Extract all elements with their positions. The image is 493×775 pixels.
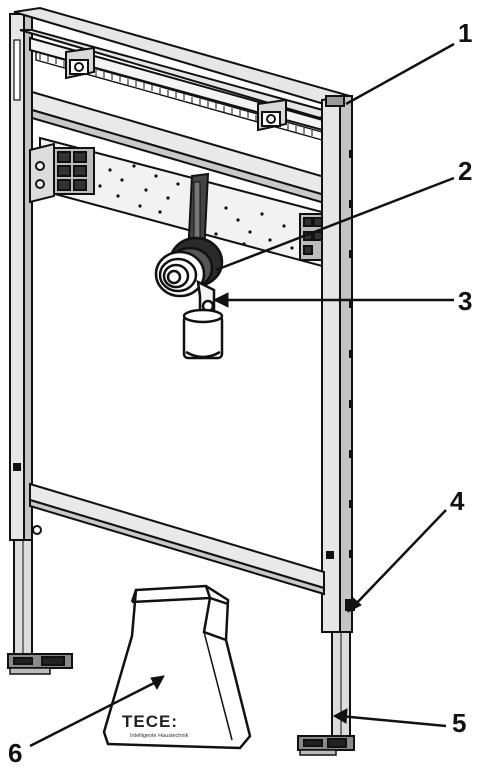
leader-line-2 — [215, 176, 455, 272]
callout-4: 4 — [450, 486, 465, 516]
arrowhead-3 — [212, 292, 229, 308]
bag-brand-text: TECE: — [122, 712, 178, 731]
protective-cap — [182, 308, 224, 360]
leader-line-6 — [29, 678, 161, 748]
left-upright — [9, 13, 42, 659]
right-upright-slots — [349, 150, 351, 558]
top-rail-teeth — [39, 54, 313, 136]
leader-arrowheads — [150, 292, 362, 724]
lower-cross-beam — [29, 482, 325, 596]
arrowhead-6 — [150, 675, 165, 691]
leader-line-5 — [339, 714, 447, 728]
left-side-bracket — [29, 142, 95, 204]
left-foot-plate — [7, 653, 73, 675]
callout-1: 1 — [458, 18, 472, 48]
right-telescopic-foot — [331, 631, 351, 743]
pipe-connection-fitting — [154, 236, 224, 298]
callout-2: 2 — [458, 156, 472, 186]
pipe-elbow — [196, 279, 216, 314]
callout-6: 6 — [8, 738, 22, 768]
right-foot-plate — [297, 735, 355, 756]
top-rail-clamp-right — [257, 98, 287, 132]
right-upright — [321, 94, 355, 633]
top-rail — [13, 6, 354, 141]
leader-line-1 — [345, 42, 455, 106]
top-rail-clamp-left — [65, 46, 95, 80]
vertical-mounting-strap — [186, 172, 210, 258]
arrowhead-4 — [347, 596, 362, 613]
leader-line-4 — [351, 509, 447, 609]
mounting-plate-holes — [98, 164, 294, 250]
leader-lines — [29, 42, 455, 748]
arrowhead-5 — [332, 708, 348, 724]
callout-5: 5 — [452, 708, 466, 738]
bag-tagline-text: Intelligente Haustechnik — [130, 733, 189, 739]
fixing-material-bag — [102, 584, 252, 750]
callout-3: 3 — [458, 286, 472, 316]
